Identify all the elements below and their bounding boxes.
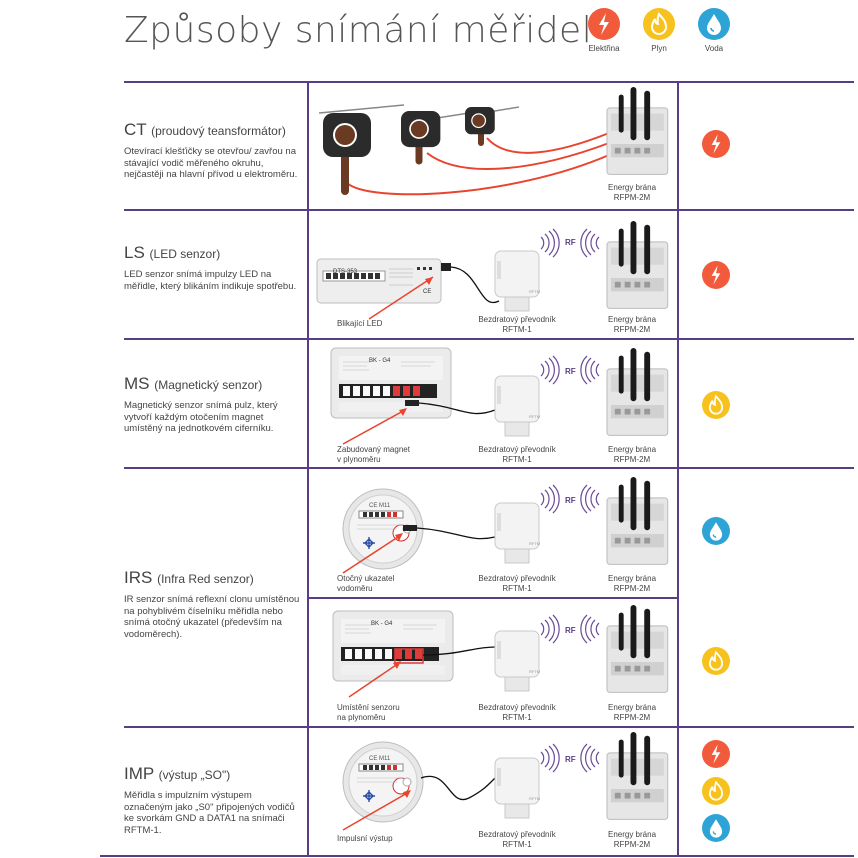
section-desc: LED senzor snímá impulzy LED na měřidle,… — [124, 269, 297, 292]
irs-water-diagram: RF — [342, 476, 669, 574]
divider — [124, 209, 854, 211]
divider — [124, 81, 854, 83]
water-drop-icon — [702, 517, 730, 545]
water-drop-icon — [702, 814, 730, 842]
divider — [124, 726, 854, 728]
section-imp: IMP (výstup „SO") Měřidla s impulzním vý… — [124, 764, 302, 836]
lightning-icon — [702, 740, 730, 768]
section-desc: Otevírací klešťičky se otevřou/ zavřou n… — [124, 146, 298, 180]
section-code: IMP — [124, 764, 154, 783]
section-desc: IR senzor snímá reflexní clonu umístěnou… — [124, 594, 300, 640]
section-desc: Měřidla s impulzním výstupem označeným j… — [124, 790, 295, 836]
section-ls: LS (LED senzor) LED senzor snímá impulzy… — [124, 243, 302, 292]
divider — [307, 81, 309, 857]
divider — [308, 597, 678, 599]
led-meter — [316, 258, 442, 304]
divider — [100, 855, 854, 857]
pulse-caption: Impulsní výstup — [337, 834, 393, 843]
svg-text:BK - G4: BK - G4 — [371, 621, 393, 627]
svg-text:BK - G4: BK - G4 — [369, 358, 391, 364]
section-ms: MS (Magnetický senzor) Magnetický senzor… — [124, 374, 302, 435]
gateway-device — [606, 220, 669, 309]
legend-water: Voda — [698, 8, 730, 53]
gateway-device — [606, 476, 669, 565]
divider — [124, 467, 854, 469]
section-ct: CT (proudový teansformátor) Otevírací kl… — [124, 120, 302, 181]
section-code: LS — [124, 243, 145, 262]
gas-meter — [330, 347, 452, 419]
irs-gas-diagram: BK - G4 RF — [332, 604, 669, 698]
converter-device — [494, 630, 541, 692]
imp-diagram: RF — [342, 731, 669, 831]
section-name: (LED senzor) — [149, 247, 221, 261]
water-meter — [342, 741, 424, 823]
led-caption: Blikající LED — [337, 319, 383, 328]
meter-model: DTS-353 — [333, 269, 358, 275]
legend-label: Plyn — [651, 44, 667, 53]
converter-device — [494, 502, 541, 564]
ct-diagram — [318, 86, 669, 196]
svg-text:RF: RF — [565, 496, 576, 505]
section-name: (Magnetický senzor) — [154, 378, 263, 392]
divider — [124, 338, 854, 340]
gateway-device — [606, 731, 669, 820]
flame-icon — [702, 391, 730, 419]
svg-text:RF: RF — [565, 367, 576, 376]
converter-device — [494, 375, 541, 437]
section-name: (výstup „SO") — [158, 768, 231, 782]
water-drop-icon — [698, 8, 730, 40]
legend-label: Voda — [704, 44, 724, 53]
flame-icon — [702, 647, 730, 675]
section-code: MS — [124, 374, 150, 393]
gateway-device — [606, 604, 669, 693]
converter-device — [494, 250, 541, 312]
ms-diagram: BK - G4 RF — [330, 347, 669, 445]
converter-device — [494, 757, 541, 819]
divider — [677, 81, 679, 857]
legend-gas: Plyn — [643, 8, 675, 53]
flame-icon — [702, 777, 730, 805]
legend-electricity: Elektřina — [588, 8, 620, 53]
section-desc: Magnetický senzor snímá pulz, který vytv… — [124, 400, 278, 434]
section-code: IRS — [124, 568, 153, 587]
gas-meter — [332, 610, 454, 682]
lightning-icon — [702, 130, 730, 158]
flame-icon — [643, 8, 675, 40]
page-title: Způsoby snímání měřidel — [124, 10, 593, 51]
ls-diagram: DTS-353 RF — [316, 220, 669, 320]
section-name: (Infra Red senzor) — [157, 572, 254, 586]
lightning-icon — [588, 8, 620, 40]
section-irs: IRS (Infra Red senzor) IR senzor snímá r… — [124, 568, 302, 640]
rf-label: RF — [565, 238, 576, 247]
svg-text:RF: RF — [565, 626, 576, 635]
legend-label: Elektřina — [588, 44, 620, 53]
lightning-icon — [702, 261, 730, 289]
gateway-device — [606, 86, 669, 175]
gateway-device — [606, 347, 669, 436]
section-code: CT — [124, 120, 147, 139]
section-name: (proudový teansformátor) — [151, 124, 286, 138]
svg-text:RF: RF — [565, 755, 576, 764]
